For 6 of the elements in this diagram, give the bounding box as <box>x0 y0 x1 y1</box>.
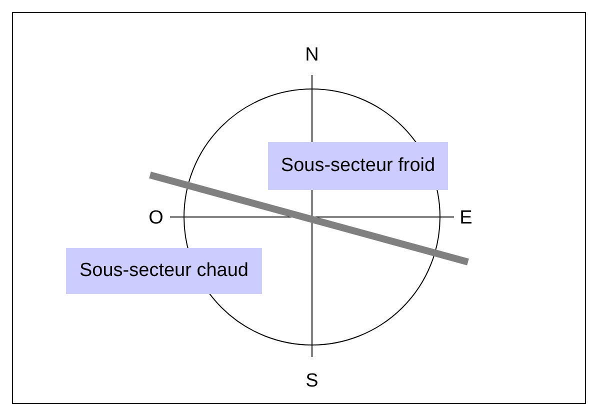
direction-letter: E <box>460 208 472 228</box>
direction-letter: N <box>305 46 319 64</box>
sector-label-box: Sous-secteur froid <box>268 142 448 190</box>
sector-label-box: Sous-secteur chaud <box>66 248 262 294</box>
direction-letter: O <box>148 208 164 228</box>
direction-letter: S <box>306 372 318 390</box>
